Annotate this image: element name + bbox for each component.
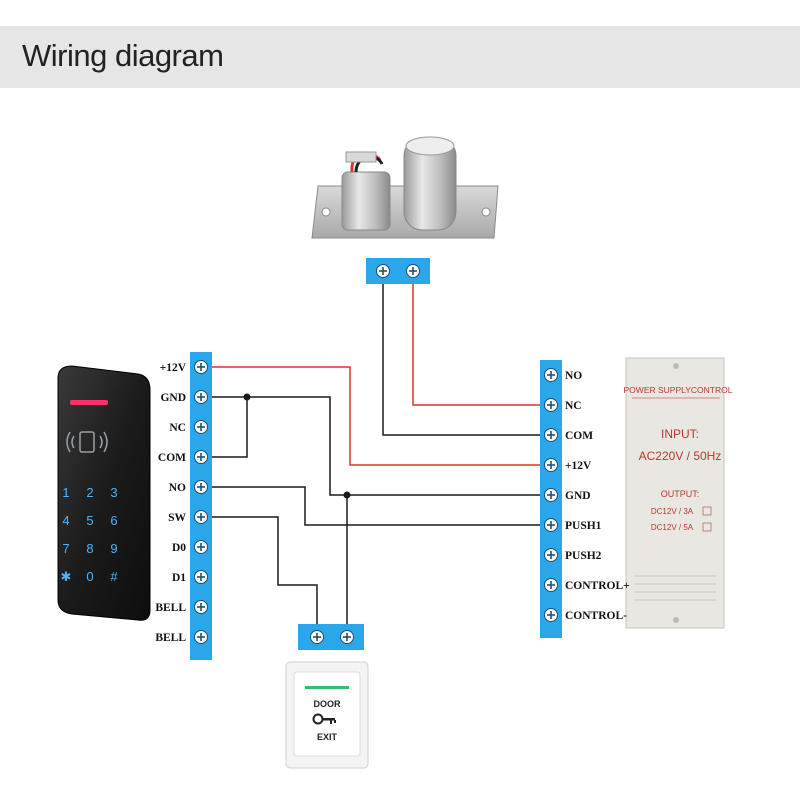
reader-terminal-label: SW: [168, 512, 186, 524]
psu-terminal-label: NC: [565, 400, 582, 412]
exit-button: DOOR EXIT: [285, 661, 369, 769]
wire-lock-nc: [412, 284, 540, 406]
reader-terminal-label: NC: [169, 422, 186, 434]
wire-junction: [343, 491, 351, 499]
status-led: [70, 400, 108, 405]
psu-terminal-label: COM: [565, 430, 593, 442]
svg-text:✱: ✱: [61, 569, 72, 584]
wire-no-push1: [212, 486, 540, 526]
card-reader-keypad: 1 2 3 4 5 6 7 8 9 ✱ 0 #: [57, 365, 151, 621]
svg-text:5: 5: [86, 513, 93, 528]
psu-terminal-label: +12V: [565, 460, 592, 472]
psu-input-value: AC220V / 50Hz: [639, 449, 722, 463]
psu-terminal-label: PUSH2: [565, 550, 602, 562]
reader-terminal-screw: [194, 630, 208, 644]
electric-bolt-lock: [311, 136, 499, 239]
header-bar: Wiring diagram: [0, 26, 800, 88]
reader-terminal-label: COM: [158, 452, 186, 464]
psu-terminal-label: GND: [565, 490, 591, 502]
wire-gnd: [212, 396, 540, 496]
lock-terminal-strip: [366, 258, 430, 284]
psu-output-2: DC12V / 5A: [651, 523, 694, 532]
psu-terminal-screw: [544, 398, 558, 412]
key-icon: [312, 713, 336, 725]
wire-gnd-com: [212, 397, 248, 458]
svg-text:1: 1: [62, 485, 69, 500]
psu-terminal-screw: [544, 428, 558, 442]
psu-terminal-screw: [544, 368, 558, 382]
reader-terminal-label: GND: [160, 392, 186, 404]
psu-input-label: INPUT:: [661, 427, 699, 441]
psu-terminal-label: CONTROL-: [565, 610, 627, 622]
psu-terminal-screw: [544, 488, 558, 502]
reader-terminal-label: +12V: [160, 362, 187, 374]
wire-sw-button: [212, 516, 318, 624]
psu-output-1: DC12V / 3A: [651, 507, 694, 516]
svg-text:2: 2: [86, 485, 93, 500]
svg-text:0: 0: [86, 569, 93, 584]
power-supply-box: POWER SUPPLYCONTROL INPUT: AC220V / 50Hz…: [624, 357, 733, 629]
reader-terminal-screw: [194, 540, 208, 554]
exit-button-line1: DOOR: [314, 699, 342, 709]
reader-terminal-label: NO: [169, 482, 186, 494]
psu-terminal-label: CONTROL+: [565, 580, 630, 592]
wire-junction: [243, 393, 251, 401]
psu-terminal-label: NO: [565, 370, 582, 382]
reader-terminal-screw: [194, 390, 208, 404]
psu-title: POWER SUPPLYCONTROL: [624, 385, 733, 395]
wire-lock-com: [382, 284, 540, 436]
psu-terminal-screw: [544, 518, 558, 532]
rfid-icon: [66, 431, 108, 453]
psu-terminal-screw: [544, 548, 558, 562]
psu-terminal-screw: [544, 578, 558, 592]
svg-text:7: 7: [62, 541, 69, 556]
reader-terminal-screw: [194, 450, 208, 464]
wires: [212, 284, 540, 624]
svg-text:6: 6: [110, 513, 117, 528]
lock-terminal-screw: [406, 264, 420, 278]
button-terminal-screw: [340, 630, 354, 644]
svg-text:3: 3: [110, 485, 117, 500]
keypad-keys: 1 2 3 4 5 6 7 8 9 ✱ 0 #: [61, 485, 119, 584]
page-title: Wiring diagram: [22, 38, 224, 73]
reader-terminal-label: D0: [172, 542, 186, 554]
psu-output-label: OUTPUT:: [661, 489, 700, 499]
reader-terminal-screw: [194, 360, 208, 374]
reader-terminal-screw: [194, 570, 208, 584]
reader-terminal-label: BELL: [155, 602, 186, 614]
reader-terminal-label: D1: [172, 572, 186, 584]
exit-button-line2: EXIT: [317, 732, 338, 742]
psu-terminal-screw: [544, 458, 558, 472]
wire-12v: [212, 366, 540, 466]
svg-text:4: 4: [62, 513, 69, 528]
psu-terminal-label: PUSH1: [565, 520, 602, 532]
reader-terminal-screw: [194, 480, 208, 494]
svg-text:#: #: [110, 569, 118, 584]
reader-terminal-screw: [194, 510, 208, 524]
button-terminal-strip: [298, 624, 364, 650]
reader-terminal-screw: [194, 600, 208, 614]
reader-terminal-screw: [194, 420, 208, 434]
lock-terminal-screw: [376, 264, 390, 278]
svg-text:9: 9: [110, 541, 117, 556]
reader-terminal-label: BELL: [155, 632, 186, 644]
svg-text:8: 8: [86, 541, 93, 556]
button-terminal-screw: [310, 630, 324, 644]
psu-terminal-screw: [544, 608, 558, 622]
